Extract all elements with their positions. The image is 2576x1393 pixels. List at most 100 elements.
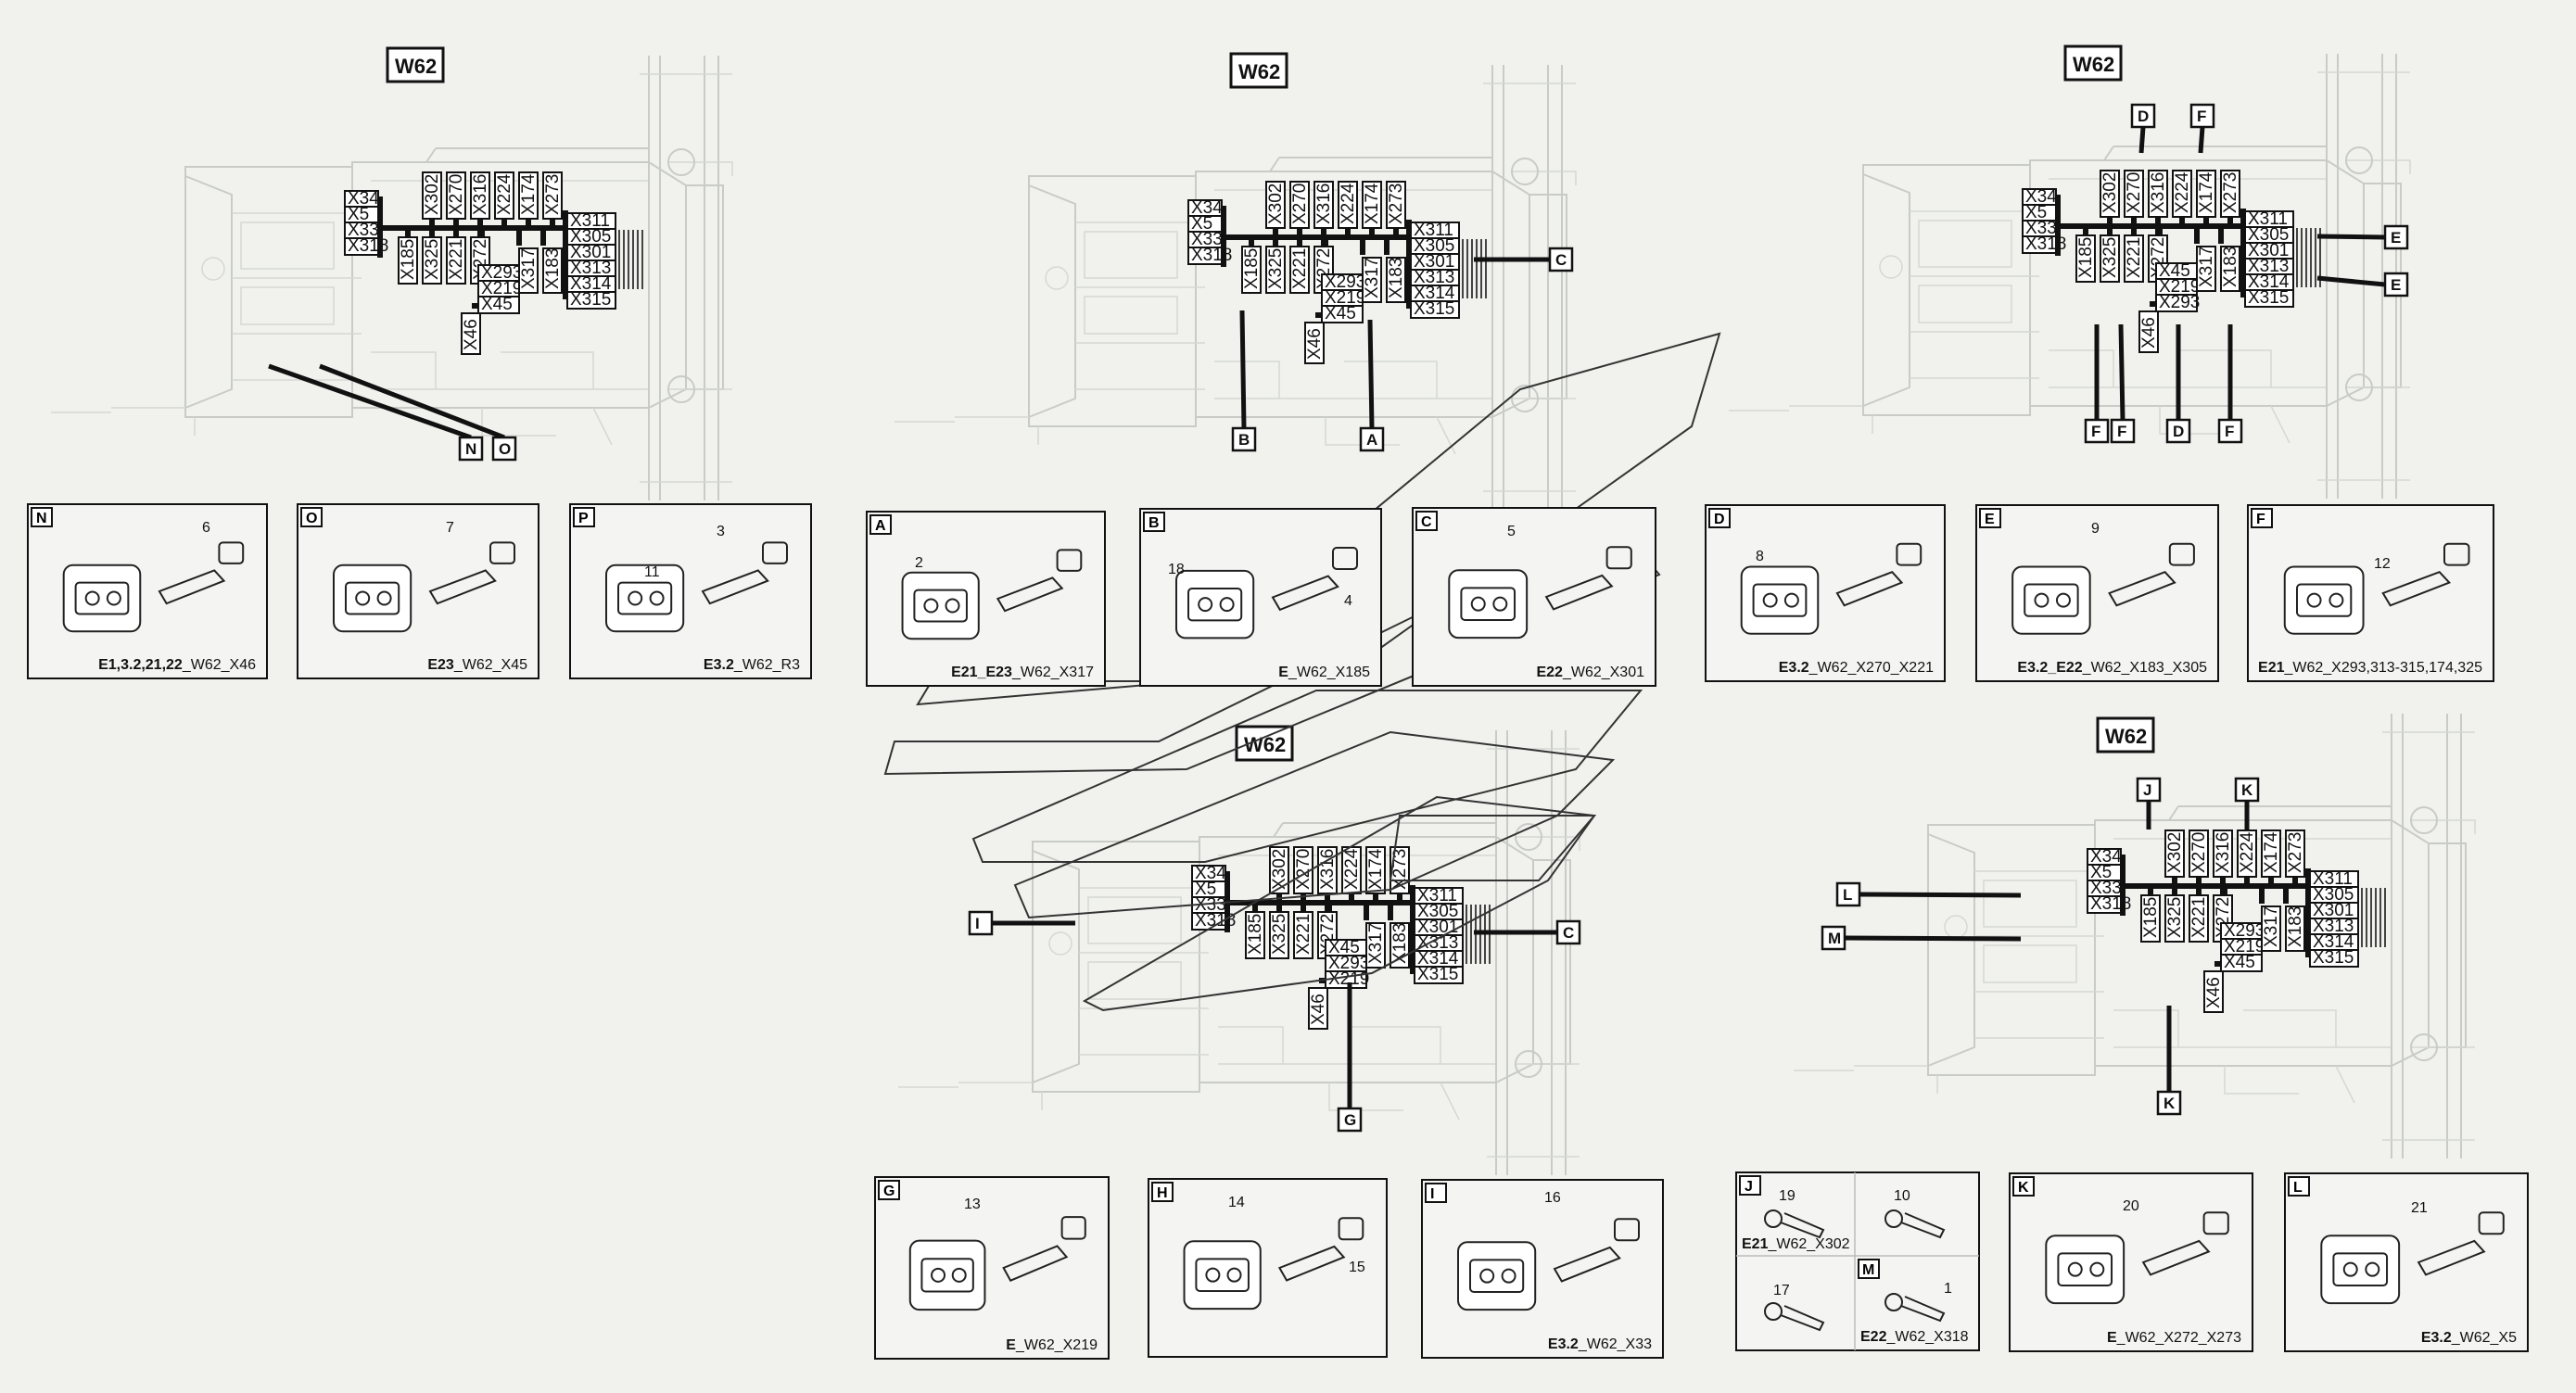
callout-d[interactable]: D [2165,324,2191,444]
connector-label-x313[interactable]: X313 [566,259,616,278]
connector-label-x305[interactable]: X305 [566,227,616,247]
connector-label-x301[interactable]: X301 [2244,241,2294,260]
connector-label-x221[interactable]: X221 [2189,894,2209,943]
callout-f[interactable]: F [2189,103,2215,154]
connector-label-x183[interactable]: X183 [1386,257,1406,303]
connector-label-x174[interactable]: X174 [518,171,539,220]
connector-label-x318[interactable]: X318 [2022,234,2066,254]
connector-label-x185[interactable]: X185 [1241,246,1262,294]
callout-m[interactable]: M [1821,925,2022,951]
connector-label-x174[interactable]: X174 [1365,846,1386,894]
connector-label-x273[interactable]: X273 [1390,846,1410,894]
connector-label-x224[interactable]: X224 [494,171,514,220]
connector-label-x270[interactable]: X270 [1293,846,1313,894]
connector-label-x221[interactable]: X221 [1289,246,1310,294]
connector-label-x5[interactable]: X5 [344,205,379,224]
connector-label-x325[interactable]: X325 [2164,894,2185,943]
callout-k[interactable]: K [2234,777,2260,829]
connector-label-x183[interactable]: X183 [2220,246,2240,292]
connector-label-x5[interactable]: X5 [1191,880,1226,899]
connector-label-x301[interactable]: X301 [1410,252,1460,272]
callout-e[interactable]: E [2316,272,2409,298]
connector-label-x317[interactable]: X317 [2196,246,2216,292]
connector-label-x313[interactable]: X313 [1414,933,1464,953]
connector-label-x34[interactable]: X34 [1191,864,1226,883]
connector-label-x46[interactable]: X46 [1308,987,1328,1030]
connector-label-x45[interactable]: X45 [477,295,520,314]
connector-label-x325[interactable]: X325 [422,236,442,285]
connector-label-x46[interactable]: X46 [2203,970,2224,1013]
connector-label-x317[interactable]: X317 [2261,905,2281,952]
connector-label-x219[interactable]: X219 [1321,288,1365,308]
connector-label-x270[interactable]: X270 [1289,181,1310,229]
connector-label-x273[interactable]: X273 [2285,829,2305,878]
connector-label-x318[interactable]: X318 [2087,894,2131,914]
connector-label-x185[interactable]: X185 [398,236,418,285]
connector-label-x185[interactable]: X185 [1245,911,1265,959]
connector-label-x33[interactable]: X33 [344,221,379,240]
connector-label-x270[interactable]: X270 [2189,829,2209,878]
connector-label-x316[interactable]: X316 [470,171,490,220]
callout-d[interactable]: D [2130,103,2156,154]
callout-n[interactable]: N [268,363,484,462]
connector-label-x5[interactable]: X5 [2022,203,2057,222]
connector-label-x33[interactable]: X33 [1191,895,1226,915]
connector-label-x270[interactable]: X270 [2124,170,2144,218]
connector-label-x315[interactable]: X315 [1414,965,1464,984]
connector-label-x302[interactable]: X302 [1265,181,1286,229]
connector-label-x313[interactable]: X313 [2309,917,2359,936]
connector-label-x33[interactable]: X33 [2087,879,2122,898]
connector-label-x273[interactable]: X273 [542,171,563,220]
callout-f[interactable]: F [2217,324,2243,444]
connector-label-x315[interactable]: X315 [566,290,616,310]
connector-label-x318[interactable]: X318 [1191,911,1236,931]
connector-label-x311[interactable]: X311 [2244,209,2294,229]
connector-label-x219[interactable]: X219 [2220,937,2265,956]
connector-label-x305[interactable]: X305 [2309,885,2359,905]
connector-label-x315[interactable]: X315 [2309,948,2359,968]
connector-label-x273[interactable]: X273 [2220,170,2240,218]
connector-label-x302[interactable]: X302 [2164,829,2185,878]
callout-k[interactable]: K [2156,1006,2182,1116]
callout-c[interactable]: C [1474,247,1574,272]
connector-label-x221[interactable]: X221 [446,236,466,285]
connector-label-x224[interactable]: X224 [1338,181,1358,229]
callout-j[interactable]: J [2136,777,2162,829]
connector-label-x314[interactable]: X314 [2244,272,2294,292]
callout-o[interactable]: O [319,363,517,462]
callout-i[interactable]: I [968,910,1075,936]
callout-e[interactable]: E [2316,224,2409,250]
connector-label-x224[interactable]: X224 [1341,846,1362,894]
connector-label-x174[interactable]: X174 [1362,181,1382,229]
connector-label-x313[interactable]: X313 [1410,268,1460,287]
connector-label-x34[interactable]: X34 [344,189,379,209]
connector-label-x316[interactable]: X316 [1317,846,1338,894]
connector-label-x46[interactable]: X46 [461,312,481,355]
connector-label-x270[interactable]: X270 [446,171,466,220]
connector-label-x5[interactable]: X5 [1187,214,1223,234]
connector-label-x301[interactable]: X301 [2309,901,2359,920]
connector-label-x314[interactable]: X314 [566,274,616,294]
connector-label-x33[interactable]: X33 [1187,230,1223,249]
connector-label-x45[interactable]: X45 [2220,953,2263,972]
connector-label-x183[interactable]: X183 [542,247,563,294]
connector-label-x183[interactable]: X183 [2285,905,2305,952]
connector-label-x293[interactable]: X293 [1325,954,1369,973]
connector-label-x34[interactable]: X34 [1187,198,1223,218]
connector-label-x185[interactable]: X185 [2075,234,2096,283]
connector-label-x305[interactable]: X305 [1410,236,1460,256]
connector-label-x174[interactable]: X174 [2196,170,2216,218]
connector-label-x316[interactable]: X316 [2213,829,2233,878]
callout-g[interactable]: G [1337,982,1363,1133]
connector-label-x311[interactable]: X311 [1410,221,1460,240]
connector-label-x314[interactable]: X314 [1410,284,1460,303]
